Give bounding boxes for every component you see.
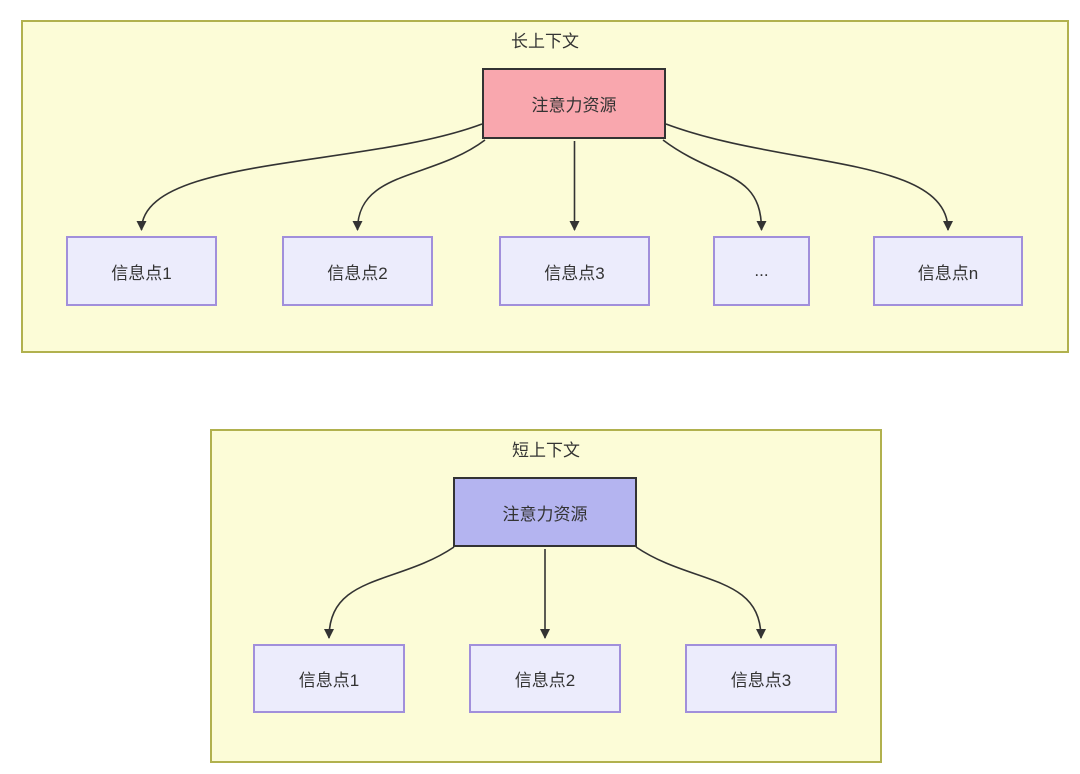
long-context-title: 长上下文 — [511, 32, 579, 51]
long-info-node-n: 信息点n — [873, 236, 1023, 306]
long-info-node-ellipsis: ... — [713, 236, 810, 306]
short-attention-box: 注意力资源 — [453, 477, 637, 547]
long-info-node-2: 信息点2 — [282, 236, 433, 306]
long-info-node-3: 信息点3 — [499, 236, 650, 306]
short-info-node-1: 信息点1 — [253, 644, 405, 713]
short-info-node-2: 信息点2 — [469, 644, 621, 713]
long-info-node-1: 信息点1 — [66, 236, 217, 306]
short-info-node-3: 信息点3 — [685, 644, 837, 713]
short-context-title: 短上下文 — [512, 441, 580, 460]
long-attention-box: 注意力资源 — [482, 68, 666, 139]
